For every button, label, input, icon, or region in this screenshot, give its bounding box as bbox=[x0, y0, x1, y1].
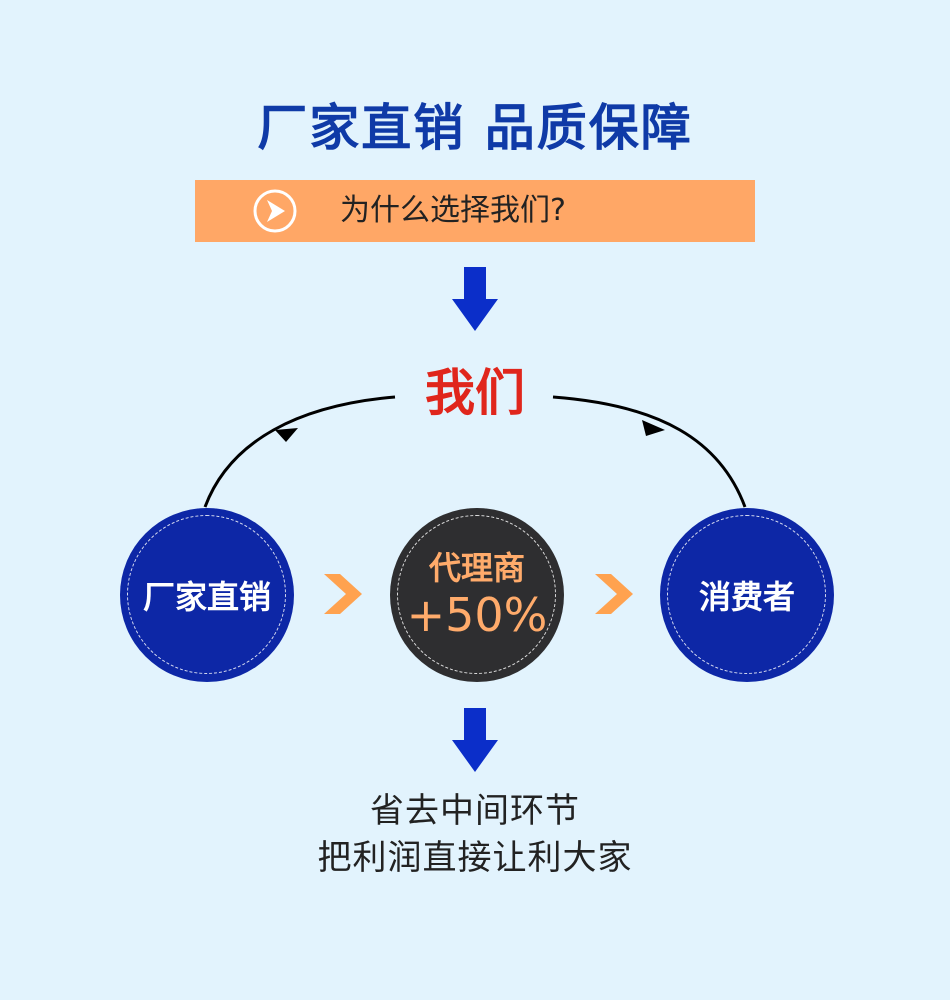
node-agent-markup: +50% bbox=[406, 588, 548, 642]
banner-text: 为什么选择我们? bbox=[340, 193, 566, 228]
node-manufacturer: 厂家直销 bbox=[120, 508, 294, 682]
node-consumer-label: 消费者 bbox=[698, 578, 795, 616]
node-consumer: 消费者 bbox=[660, 508, 834, 682]
left-arc-arrowhead-icon bbox=[275, 428, 298, 442]
center-label-us: 我们 bbox=[425, 364, 525, 422]
bottom-text-line-1: 省去中间环节 bbox=[370, 791, 580, 831]
node-manufacturer-label: 厂家直销 bbox=[142, 578, 271, 616]
node-agent-label: 代理商 bbox=[428, 549, 525, 587]
down-arrow-icon bbox=[452, 267, 498, 331]
chevron-right-icon bbox=[595, 574, 633, 614]
node-agent: 代理商 +50% bbox=[390, 508, 564, 682]
left-arc bbox=[203, 395, 396, 508]
chevron-right-circle-icon bbox=[253, 189, 297, 233]
why-choose-us-banner: 为什么选择我们? bbox=[195, 180, 755, 242]
chevron-right-icon bbox=[324, 574, 362, 614]
down-arrow-icon bbox=[452, 708, 498, 772]
bottom-text-line-2: 把利润直接让利大家 bbox=[317, 838, 633, 878]
right-arc bbox=[552, 395, 747, 508]
page-title: 厂家直销 品质保障 bbox=[257, 99, 693, 157]
right-arc-arrowhead-icon bbox=[642, 420, 665, 436]
